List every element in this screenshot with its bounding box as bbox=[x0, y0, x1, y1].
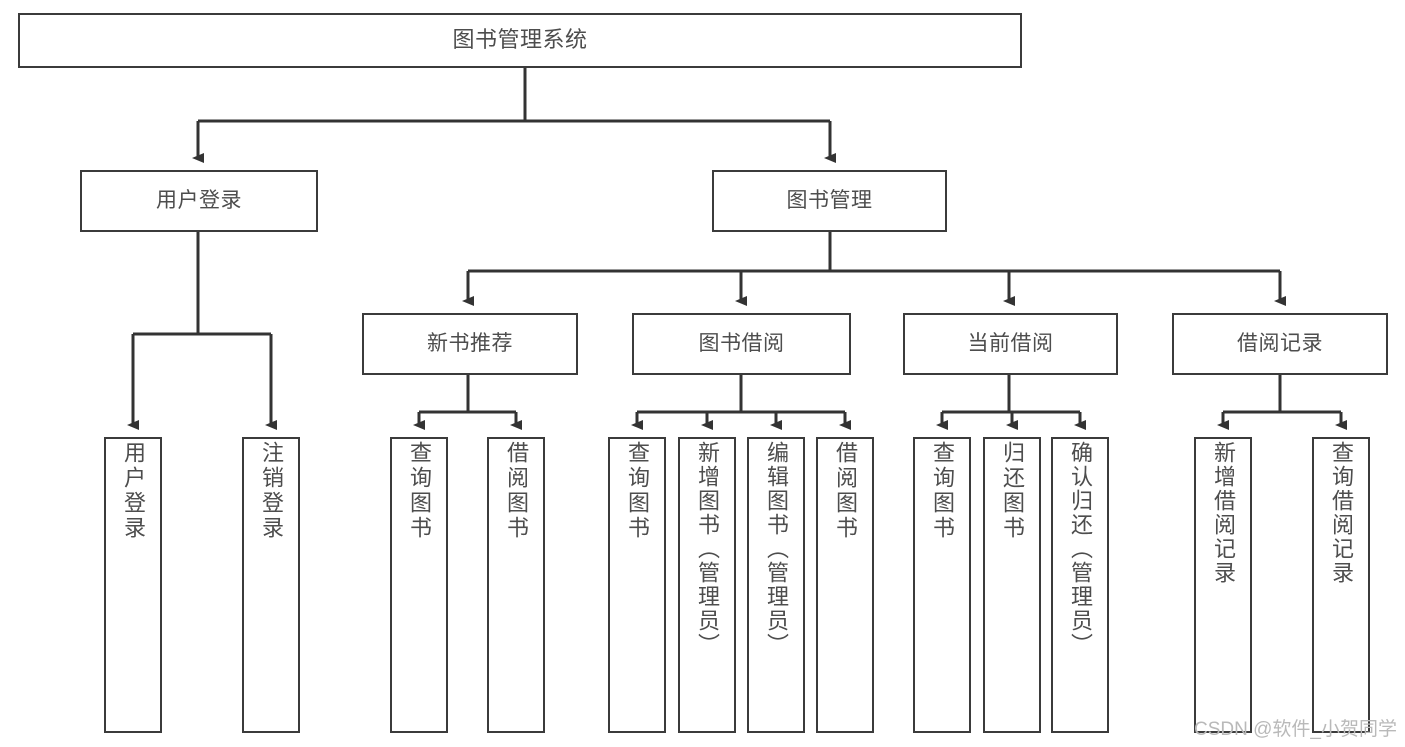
node-leaf-confirm-return[interactable]: 确认归还（管理员） bbox=[1051, 437, 1109, 733]
node-book-borrow-label: 图书借阅 bbox=[698, 332, 785, 356]
node-leaf-borrow-book-2-label: 借阅图书 bbox=[833, 441, 858, 541]
node-leaf-logout-label: 注销登录 bbox=[259, 441, 284, 541]
node-book-borrow[interactable]: 图书借阅 bbox=[632, 313, 851, 375]
node-book-manage-label: 图书管理 bbox=[786, 189, 873, 213]
node-user-login-label: 用户登录 bbox=[156, 189, 242, 213]
node-leaf-add-book-label: 新增图书（管理员） bbox=[695, 441, 720, 657]
node-leaf-add-book[interactable]: 新增图书（管理员） bbox=[678, 437, 736, 733]
node-leaf-confirm-return-label: 确认归还（管理员） bbox=[1068, 441, 1093, 657]
node-leaf-add-record-label: 新增借阅记录 bbox=[1211, 441, 1236, 585]
node-leaf-user-login-label: 用户登录 bbox=[121, 441, 146, 541]
node-leaf-edit-book[interactable]: 编辑图书（管理员） bbox=[747, 437, 805, 733]
node-root-label: 图书管理系统 bbox=[452, 27, 588, 53]
node-leaf-borrow-book-1-label: 借阅图书 bbox=[504, 441, 529, 541]
node-leaf-query-record-label: 查询借阅记录 bbox=[1329, 441, 1354, 585]
node-borrow-record[interactable]: 借阅记录 bbox=[1172, 313, 1388, 375]
node-current-borrow-label: 当前借阅 bbox=[967, 332, 1054, 356]
node-leaf-return-book-label: 归还图书 bbox=[1000, 441, 1025, 541]
node-leaf-query-book-1[interactable]: 查询图书 bbox=[390, 437, 448, 733]
node-leaf-query-book-3-label: 查询图书 bbox=[930, 441, 955, 541]
node-leaf-query-book-2-label: 查询图书 bbox=[625, 441, 650, 541]
node-current-borrow[interactable]: 当前借阅 bbox=[903, 313, 1118, 375]
node-leaf-query-book-3[interactable]: 查询图书 bbox=[913, 437, 971, 733]
node-leaf-edit-book-label: 编辑图书（管理员） bbox=[764, 441, 789, 657]
node-leaf-logout[interactable]: 注销登录 bbox=[242, 437, 300, 733]
node-new-book-rec-label: 新书推荐 bbox=[427, 332, 513, 356]
node-leaf-user-login[interactable]: 用户登录 bbox=[104, 437, 162, 733]
node-leaf-borrow-book-1[interactable]: 借阅图书 bbox=[487, 437, 545, 733]
node-user-login[interactable]: 用户登录 bbox=[80, 170, 318, 232]
node-borrow-record-label: 借阅记录 bbox=[1237, 332, 1323, 356]
node-leaf-add-record[interactable]: 新增借阅记录 bbox=[1194, 437, 1252, 733]
node-leaf-borrow-book-2[interactable]: 借阅图书 bbox=[816, 437, 874, 733]
node-new-book-rec[interactable]: 新书推荐 bbox=[362, 313, 578, 375]
node-leaf-query-record[interactable]: 查询借阅记录 bbox=[1312, 437, 1370, 733]
node-root[interactable]: 图书管理系统 bbox=[18, 13, 1022, 68]
node-leaf-return-book[interactable]: 归还图书 bbox=[983, 437, 1041, 733]
node-leaf-query-book-2[interactable]: 查询图书 bbox=[608, 437, 666, 733]
node-book-manage[interactable]: 图书管理 bbox=[712, 170, 947, 232]
node-leaf-query-book-1-label: 查询图书 bbox=[407, 441, 432, 541]
